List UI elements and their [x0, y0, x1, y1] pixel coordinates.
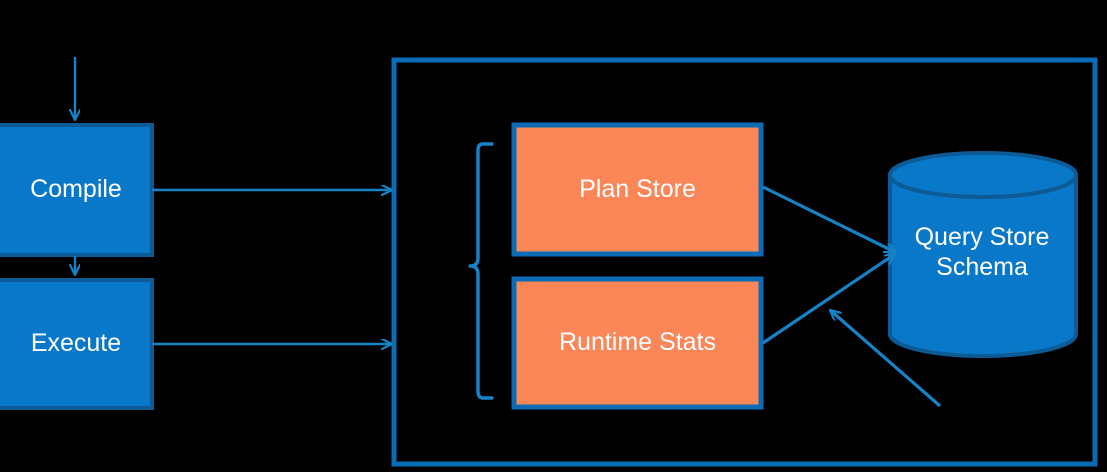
- connector-plan-to-schema: [762, 185, 895, 254]
- node-execute-box[interactable]: [0, 278, 154, 410]
- node-compile-box[interactable]: [0, 123, 154, 257]
- node-plan-store-box[interactable]: [511, 122, 764, 257]
- node-runtime-stats-box[interactable]: [511, 276, 764, 410]
- node-query-store-schema-cylinder[interactable]: [888, 151, 1078, 358]
- query-store-container: [391, 57, 1098, 467]
- connector-runtime-to-schema: [762, 252, 895, 345]
- store-group-brace: [468, 142, 494, 400]
- connector-external-to-schema: [830, 308, 942, 408]
